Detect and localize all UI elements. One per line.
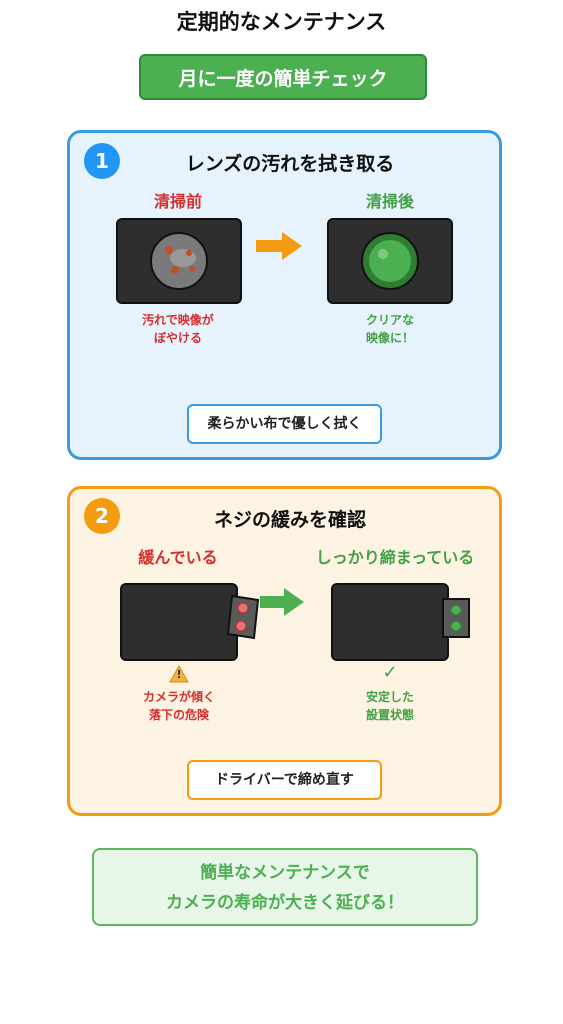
loose-caption: カメラが傾く 落下の危険 bbox=[142, 690, 215, 722]
dirty-lens-icon bbox=[150, 232, 208, 290]
page-title: 定期的なメンテナンス bbox=[176, 10, 387, 34]
summary-line-2: カメラの寿命が大きく延びる！ bbox=[166, 893, 404, 913]
loose-mount-bracket bbox=[226, 594, 260, 640]
clean-lens-icon bbox=[361, 232, 419, 290]
retighten-button[interactable]: ドライバーで締め直す bbox=[187, 760, 382, 800]
lens-section-title: レンズの汚れを拭き取る bbox=[185, 153, 395, 175]
tight-label: しっかり締まっている bbox=[315, 548, 475, 567]
wipe-gently-button[interactable]: 柔らかい布で優しく拭く bbox=[187, 404, 382, 444]
tight-caption: 安定した 設置状態 bbox=[365, 690, 414, 722]
secured-camera bbox=[331, 583, 449, 661]
tilted-camera bbox=[120, 583, 238, 661]
clean-caption: クリアな 映像に！ bbox=[365, 313, 414, 345]
tight-mount-bracket bbox=[442, 598, 470, 638]
warning-icon: ! bbox=[169, 664, 189, 683]
arrow-right-icon bbox=[256, 232, 302, 260]
clean-camera bbox=[327, 218, 453, 304]
after-clean-label: 清掃後 bbox=[365, 192, 414, 211]
summary-box: 簡単なメンテナンスで カメラの寿命が大きく延びる！ bbox=[92, 848, 478, 926]
dirty-caption: 汚れで映像が ぼやける bbox=[142, 313, 214, 345]
arrow-right-green-icon bbox=[260, 588, 304, 616]
step-2-badge: 2 bbox=[84, 498, 120, 534]
screw-section-title: ネジの緩みを確認 bbox=[213, 509, 366, 531]
check-icon: ✓ bbox=[382, 662, 398, 683]
dirty-camera bbox=[116, 218, 242, 304]
summary-line-1: 簡単なメンテナンスで bbox=[200, 863, 370, 883]
monthly-check-badge: 月に一度の簡単チェック bbox=[139, 54, 427, 100]
before-clean-label: 清掃前 bbox=[153, 192, 202, 211]
step-1-badge: 1 bbox=[84, 143, 120, 179]
loose-label: 緩んでいる bbox=[138, 548, 218, 567]
